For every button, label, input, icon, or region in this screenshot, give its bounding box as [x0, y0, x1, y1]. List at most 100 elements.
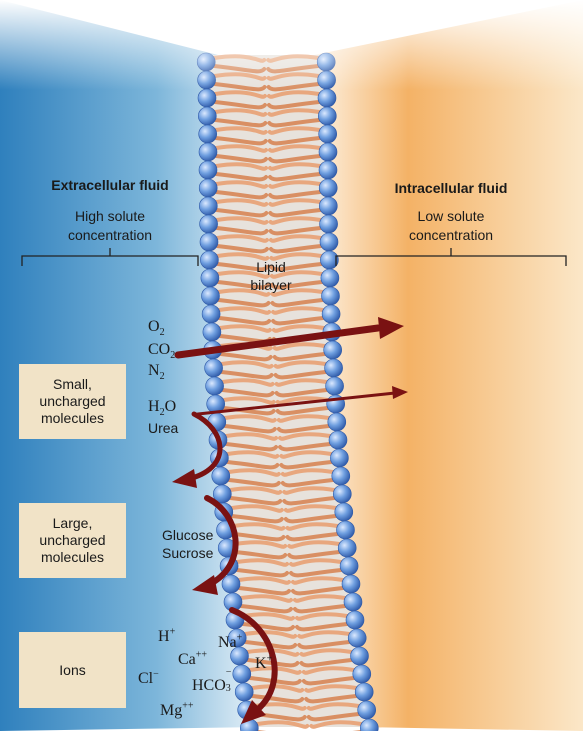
lipid-tail — [220, 378, 275, 387]
intracellular-bracket — [335, 248, 567, 266]
lipid-tail — [214, 144, 268, 153]
lipid-tail — [269, 270, 324, 279]
lipid-tail — [241, 612, 296, 621]
lipid-tail — [273, 360, 328, 369]
lipid-tail — [233, 550, 288, 560]
extracellular-bracket — [21, 248, 199, 266]
membrane-label-line2: bilayer — [250, 277, 292, 293]
phosphate-head — [200, 268, 220, 288]
water-label: H2O — [148, 398, 177, 419]
phosphate-head — [347, 628, 367, 648]
phosphate-head — [343, 592, 363, 612]
lipid-tail — [217, 306, 272, 315]
intracellular-line2: concentration — [408, 227, 494, 243]
lipid-tail — [215, 252, 270, 261]
phosphate-head — [197, 88, 217, 108]
phosphate-head — [318, 178, 338, 198]
lipid-tail — [217, 316, 272, 326]
phosphate-head — [205, 376, 224, 396]
lipid-tail — [270, 288, 325, 297]
sodium-ion-label: Na+ — [218, 632, 243, 651]
lipid-tail — [268, 234, 323, 243]
extracellular-title: Extracellular fluid — [51, 177, 169, 193]
lipid-tail — [214, 172, 269, 182]
lipid-tail — [290, 586, 345, 596]
phosphate-head — [201, 286, 220, 306]
lipid-tail — [275, 396, 330, 405]
lipid-tail — [282, 486, 337, 495]
phosphate-head — [339, 556, 359, 576]
category-label-line: molecules — [40, 549, 104, 565]
nitrogen-label: N2 — [148, 362, 165, 383]
lipid-tail — [268, 244, 323, 254]
phosphate-head — [330, 448, 349, 468]
lipid-tail — [243, 630, 298, 639]
lipid-tail — [214, 216, 269, 225]
lipid-tail — [276, 414, 331, 423]
lipid-tail — [212, 90, 267, 99]
lipid-tail — [283, 514, 338, 524]
lipid-tail — [280, 468, 335, 477]
category-label-line: uncharged — [39, 393, 106, 409]
lipid-tail — [268, 226, 323, 236]
lipid-tail — [238, 604, 293, 614]
lipid-tail — [214, 226, 269, 236]
phosphate-head — [357, 700, 377, 720]
phosphate-head — [354, 682, 374, 702]
urea-label: Urea — [148, 420, 179, 436]
lipid-tail — [212, 100, 267, 110]
lipid-tail — [268, 162, 323, 171]
lipid-tail — [228, 496, 283, 506]
lipid-tail — [267, 136, 322, 146]
lipid-tail — [299, 648, 354, 657]
lipid-tail — [289, 558, 344, 567]
lipid-tail — [304, 684, 359, 693]
phosphate-head — [320, 268, 340, 288]
phosphate-head — [321, 286, 340, 306]
lipid-tail — [268, 154, 322, 164]
lipid-tail — [266, 100, 321, 110]
category-large-uncharged: Large, uncharged molecules — [19, 503, 126, 578]
phosphate-head — [202, 322, 222, 342]
category-label-line: Small, — [53, 376, 92, 392]
lipid-tail — [282, 496, 337, 506]
gas-diffusion-arrow-shaft — [174, 324, 382, 359]
lipid-tail — [270, 298, 325, 308]
lipid-tail — [290, 576, 345, 585]
lipid-tail — [228, 486, 283, 495]
lipid-tail — [268, 216, 323, 225]
lipid-tail — [224, 442, 279, 452]
lipid-tail — [213, 108, 268, 117]
lipid-tail — [278, 432, 333, 441]
extracellular-line1: High solute — [74, 208, 146, 224]
lipid-tail — [295, 622, 350, 632]
lipid-tail — [215, 262, 270, 272]
lipid-tail — [269, 252, 324, 261]
category-label-line: Ions — [59, 661, 86, 678]
phosphate-head — [317, 106, 337, 126]
phosphate-head — [325, 376, 344, 396]
lipid-tail — [306, 712, 361, 722]
lipid-tail — [280, 478, 335, 488]
category-label-line: uncharged — [39, 532, 106, 548]
lipid-tail — [273, 370, 328, 380]
lipid-tail — [225, 450, 280, 459]
glucose-label: Glucose — [162, 527, 214, 543]
carbon-dioxide-label: CO2 — [148, 341, 176, 362]
phosphate-head — [317, 88, 337, 108]
lipid-tail — [272, 352, 327, 362]
phosphate-head — [318, 196, 338, 216]
lipid-tail — [216, 288, 271, 297]
phosphate-head — [328, 430, 348, 450]
lipid-tail — [279, 460, 334, 470]
lipid-tail — [236, 586, 291, 596]
lipid-tail — [285, 522, 340, 531]
lipid-tail — [269, 280, 324, 290]
lipid-tail — [269, 262, 324, 272]
lipid-tail — [289, 568, 344, 578]
lipid-tail — [231, 522, 286, 531]
intracellular-title: Intracellular fluid — [394, 180, 508, 196]
lipid-tail — [267, 126, 322, 135]
phosphate-head — [204, 358, 223, 378]
lipid-tail — [213, 118, 268, 128]
